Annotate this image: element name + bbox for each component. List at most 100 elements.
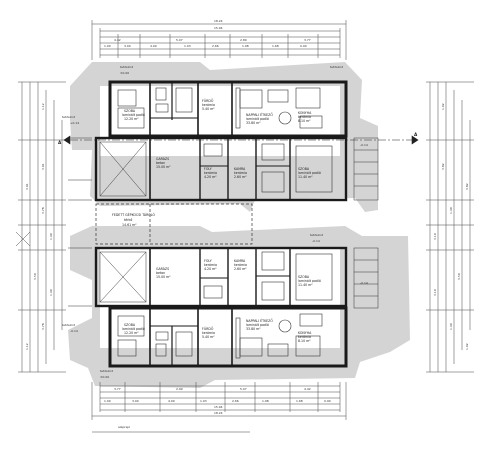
top-dimensions — [91, 20, 347, 60]
upper-unit-walls — [94, 80, 348, 202]
room-upper-2-name: NAPPALI ÉTKEZŐ — [246, 112, 273, 117]
right-chain-labels: 1.02 3.82 1.40 3.10 3.50 3.10 1.40 3.82 … — [433, 103, 469, 350]
carport — [95, 203, 253, 245]
top-chain-1-5: 1.98 — [242, 44, 249, 48]
carport-area: 14.61 m² — [122, 223, 137, 227]
bottom-chain-2-0: 1.00 — [104, 399, 111, 403]
level-caption-0: tetőszint — [120, 65, 134, 69]
bottom-chain-2-1: 3.00 — [132, 399, 139, 403]
bottom-chain-1-1: 2.99 — [176, 387, 183, 391]
right-chain-2: 1.40 — [449, 207, 453, 214]
right-chain-6: 1.40 — [449, 323, 453, 330]
overall-width-top: 18.24 — [214, 19, 223, 23]
section-line — [63, 135, 419, 145]
room-lower-4-name: SZOBA — [124, 323, 136, 327]
top-chain-2-3: 3.77 — [304, 38, 311, 42]
room-lower-2-sub: kerámia — [234, 263, 247, 267]
lower-room-labels: GARÁZS beton 15.00 m² FOLY kerámia 4.20 … — [122, 259, 321, 343]
right-chain-8: 1.02 — [465, 343, 469, 350]
room-lower-5-area: 5.40 m² — [202, 335, 215, 339]
room-lower-1-area: 4.20 m² — [204, 267, 217, 271]
left-chain-8: 1.12 — [25, 343, 29, 350]
level-caption-1: tetőszint — [330, 65, 344, 69]
bottom-chain-2-3: 1.03 — [200, 399, 207, 403]
carport-sub: térkő — [124, 218, 132, 222]
room-lower-7-name: KONYHA — [298, 331, 312, 335]
room-lower-6-name: NAPPALI ÉTKEZŐ — [246, 318, 273, 323]
left-chain-3: 1.40 — [49, 233, 53, 240]
room-lower-3-sub: laminált padló — [298, 279, 321, 283]
left-chain-2: 3.78 — [41, 207, 45, 214]
room-lower-2-name: KAMRA — [234, 259, 246, 263]
right-dimensions — [426, 81, 474, 373]
top-chain-1-0: 1.00 — [104, 44, 111, 48]
lower-furniture — [117, 251, 333, 359]
room-lower-0-area: 15.00 m² — [156, 275, 171, 279]
level-caption-5: tetőszint — [100, 369, 114, 373]
room-lower-5-sub: kerámia — [202, 331, 215, 335]
top-chain-1-6: 1.68 — [272, 44, 279, 48]
room-upper-7-area: 11.40 m² — [298, 175, 313, 179]
top-chain-2-0: 4.42 — [114, 38, 121, 42]
left-chain-5: 1.40 — [49, 289, 53, 296]
level-caption-2: tetőszint — [62, 115, 76, 119]
level-1: -0.14 — [360, 143, 368, 147]
right-chain-1: 3.82 — [441, 163, 445, 170]
room-lower-5-name: FÜRDŐ — [202, 326, 214, 331]
room-upper-6-sub: kerámia — [234, 171, 247, 175]
footer-note: alaprajz — [118, 425, 130, 429]
upper-room-labels: SZOBA laminált padló 12.20 m² FÜRDŐ kerá… — [122, 98, 321, 179]
room-upper-0-name: SZOBA — [124, 109, 136, 113]
room-lower-6-sub: laminált padló — [246, 323, 269, 327]
inner-width-top: 15.94 — [214, 26, 223, 30]
section-mark-right: A — [414, 132, 418, 137]
bottom-chain-2-5: 1.98 — [262, 399, 269, 403]
room-upper-5-name: GARÁZS — [156, 156, 169, 161]
top-chain-1-1: 3.00 — [124, 44, 131, 48]
left-chain-7: 3.91 — [25, 183, 29, 190]
top-chain-2-2: 2.89 — [240, 38, 247, 42]
level-5: -0.14 — [70, 329, 78, 333]
room-upper-7-name: SZOBA — [298, 167, 310, 171]
room-upper-3-sub: kerámia — [298, 115, 311, 119]
room-lower-6-area: 33.80 m² — [246, 327, 261, 331]
bottom-chain-2-6: 1.68 — [296, 399, 303, 403]
room-lower-0-name: GARÁZS — [156, 266, 169, 271]
room-lower-3-area: 11.40 m² — [298, 283, 313, 287]
room-upper-1-sub: kerámia — [202, 103, 215, 107]
room-upper-2-sub: laminált padló — [246, 117, 269, 121]
lower-unit-walls — [94, 246, 348, 368]
room-upper-6-name: KAMRA — [234, 167, 246, 171]
level-0: ±0.00 — [120, 71, 129, 75]
left-chain-labels: 1.12 3.91 3.78 1.40 3.50 1.40 3.78 3.91 … — [25, 103, 53, 350]
room-upper-5-area: 15.00 m² — [156, 165, 171, 169]
room-lower-1-sub: kerámia — [204, 263, 217, 267]
room-upper-4-name: FOLY — [204, 167, 212, 171]
bottom-chain-2-2: 4.09 — [168, 399, 175, 403]
room-lower-3-name: SZOBA — [298, 275, 310, 279]
room-upper-3-area: 8.10 m² — [298, 119, 311, 123]
room-lower-1-name: FOLY — [204, 259, 212, 263]
room-lower-4-sub: laminált padló — [122, 327, 145, 331]
overall-width-bottom: 18.24 — [214, 411, 223, 415]
bottom-chain-1-3: 4.42 — [304, 387, 311, 391]
room-lower-2-area: 2.60 m² — [234, 267, 247, 271]
room-upper-0-sub: laminált padló — [122, 113, 145, 117]
bottom-chain-1-2: 5.07 — [240, 387, 247, 391]
top-chain-1-7: 0.90 — [300, 44, 307, 48]
carport-name: FEDETT GÉPKOCSI TÁROLÓ — [112, 212, 155, 217]
room-upper-2-area: 33.80 m² — [246, 121, 261, 125]
right-chain-7: 3.82 — [465, 183, 469, 190]
room-upper-3-name: KONYHA — [298, 111, 312, 115]
bottom-chain-2-7: 0.90 — [324, 399, 331, 403]
right-chain-3: 3.10 — [433, 233, 437, 240]
left-chain-6: 3.78 — [41, 323, 45, 330]
room-lower-7-sub: kerámia — [298, 335, 311, 339]
bottom-chain-1-0: 3.77 — [114, 387, 121, 391]
lower-garage-hatch — [99, 251, 147, 303]
right-chain-5: 3.10 — [433, 289, 437, 296]
inner-width-bottom: 15.94 — [214, 405, 223, 409]
right-chain-0: 1.02 — [441, 103, 445, 110]
room-upper-7-sub: laminált padló — [298, 171, 321, 175]
level-3: -0.14 — [312, 239, 320, 243]
